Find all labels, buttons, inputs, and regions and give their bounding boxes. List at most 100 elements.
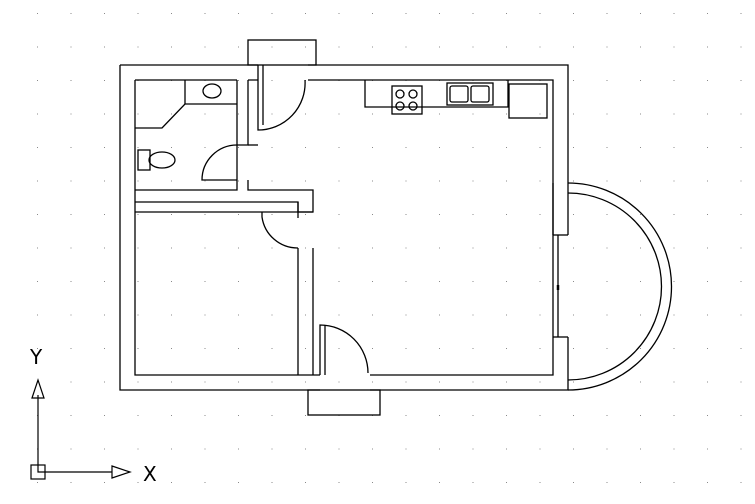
grid-dot	[539, 415, 541, 416]
grid-dot	[405, 381, 407, 383]
grid-dot	[305, 482, 306, 483]
grid-dot	[405, 415, 407, 416]
grid-dot	[707, 247, 708, 249]
grid-dot	[238, 348, 239, 349]
grid-dot	[338, 13, 340, 14]
grid-dot	[405, 247, 407, 249]
ucs-y-arrow-icon	[31, 378, 45, 399]
grid-dot	[405, 281, 407, 282]
grid-dot	[338, 381, 340, 383]
grid-dot	[137, 46, 139, 48]
grid-dot	[439, 180, 440, 182]
grid-dot	[539, 281, 541, 282]
grid-dot	[271, 348, 273, 349]
grid-dot	[204, 314, 206, 316]
grid-dot	[305, 381, 306, 383]
grid-dot	[137, 214, 139, 215]
grid-dot	[472, 415, 474, 416]
kitchen-sink	[446, 82, 494, 106]
grid-dot	[472, 13, 474, 14]
grid-dot	[506, 281, 507, 282]
grid-dot	[740, 281, 742, 282]
grid-dot	[372, 247, 373, 249]
grid-dot	[305, 13, 306, 14]
grid-dot	[606, 147, 608, 148]
grid-dot	[606, 247, 608, 249]
grid-dot	[606, 348, 608, 349]
grid-dot	[606, 113, 608, 115]
grid-dot	[305, 314, 306, 316]
grid-dot	[70, 314, 72, 316]
grid-dot	[673, 348, 675, 349]
grid-dot	[238, 113, 239, 115]
grid-dot	[740, 381, 742, 383]
grid-dot	[673, 214, 675, 215]
grid-dot	[171, 281, 172, 282]
grid-dot	[640, 448, 641, 450]
grid-dot	[204, 415, 206, 416]
grid-dot	[640, 13, 641, 14]
grid-dot	[70, 247, 72, 249]
grid-dot	[673, 314, 675, 316]
grid-dot	[472, 247, 474, 249]
grid-dot	[271, 482, 273, 483]
grid-dot	[405, 482, 407, 483]
grid-dot	[573, 46, 574, 48]
grid-dot	[439, 46, 440, 48]
grid-dot	[372, 482, 373, 483]
grid-dot	[439, 147, 440, 148]
grid-dot	[305, 214, 306, 215]
grid-dot	[37, 180, 38, 182]
back-door[interactable]	[307, 324, 381, 416]
grid-dot	[70, 482, 72, 483]
grid-dot	[740, 46, 742, 48]
grid-dot	[372, 448, 373, 450]
grid-dot	[707, 314, 708, 316]
grid-dot	[104, 314, 105, 316]
grid-dot	[472, 381, 474, 383]
exterior-walls	[119, 64, 569, 391]
refrigerator	[508, 83, 548, 119]
grid-dot	[137, 482, 139, 483]
grid-dot	[305, 147, 306, 148]
grid-dot	[238, 147, 239, 148]
grid-dot	[673, 80, 675, 81]
grid-dot	[740, 147, 742, 148]
grid-dot	[439, 314, 440, 316]
entry-door[interactable]	[247, 39, 317, 131]
grid-dot	[472, 147, 474, 148]
bathroom-door[interactable]	[201, 144, 238, 181]
grid-dot	[707, 147, 708, 148]
grid-dot	[539, 214, 541, 215]
grid-dot	[271, 46, 273, 48]
grid-dot	[70, 46, 72, 48]
grid-dot	[640, 281, 641, 282]
snap-grid	[37, 13, 742, 483]
grid-dot	[70, 180, 72, 182]
grid-dot	[673, 448, 675, 450]
grid-dot	[372, 381, 373, 383]
grid-dot	[372, 281, 373, 282]
grid-dot	[70, 448, 72, 450]
bay-window	[552, 182, 673, 391]
ucs-x-arrow-icon	[111, 465, 132, 479]
grid-dot	[70, 13, 72, 14]
grid-dot	[439, 415, 440, 416]
grid-dot	[204, 180, 206, 182]
grid-dot	[137, 180, 139, 182]
grid-dot	[740, 247, 742, 249]
grid-dot	[70, 113, 72, 115]
grid-dot	[506, 381, 507, 383]
grid-dot	[104, 147, 105, 148]
grid-dot	[305, 113, 306, 115]
grid-dot	[204, 247, 206, 249]
grid-dot	[70, 281, 72, 282]
grid-dot	[238, 13, 239, 14]
grid-dot	[640, 482, 641, 483]
grid-dot	[740, 113, 742, 115]
grid-dot	[573, 80, 574, 81]
grid-dot	[137, 281, 139, 282]
grid-dot	[573, 415, 574, 416]
bedroom-door[interactable]	[261, 212, 299, 249]
